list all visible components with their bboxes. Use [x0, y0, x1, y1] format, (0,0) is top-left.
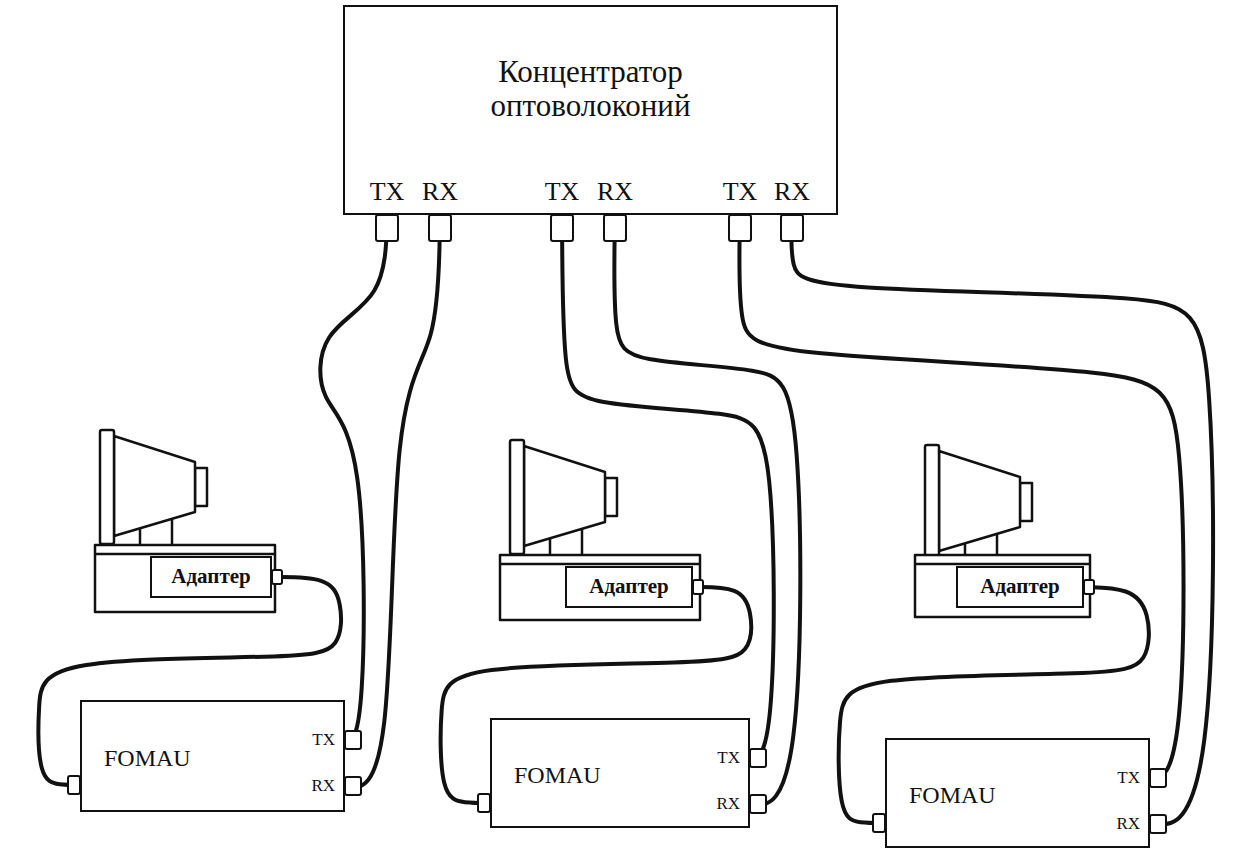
cable-connector [478, 794, 490, 812]
computer-illustration [915, 445, 1090, 617]
port-label: TX [717, 749, 740, 768]
computer-illustration [500, 440, 700, 620]
fiber-cable [614, 215, 800, 804]
cable-connector [750, 795, 766, 813]
cable-connector [429, 215, 451, 241]
cable-connector [345, 777, 361, 795]
device-name: FOMAU [514, 762, 601, 788]
port-label: TX [1117, 769, 1140, 788]
cable-connector [1150, 815, 1166, 833]
cable-connector [376, 215, 398, 241]
port-label: RX [597, 178, 633, 207]
cable-connector [68, 776, 80, 794]
fiber-cable [345, 215, 440, 787]
adapter-label: Адаптер [589, 575, 668, 598]
fiber-cable [320, 215, 387, 740]
fomau-box: FOMAU TX RX [80, 700, 345, 812]
port-label: RX [311, 777, 335, 796]
device-name: FOMAU [909, 782, 996, 808]
cable-connector [693, 580, 703, 594]
cable-connector [1084, 580, 1094, 594]
cable-connector [729, 215, 751, 241]
fomau-box: FOMAU TX RX [885, 738, 1150, 848]
adapter-label-box: Адаптер [565, 566, 693, 608]
port-label: RX [422, 178, 458, 207]
device-name: FOMAU [104, 745, 191, 771]
port-label: TX [312, 731, 335, 750]
computer-illustration [95, 430, 275, 612]
fomau-box: FOMAU TX RX [490, 718, 750, 828]
adapter-label: Адаптер [980, 575, 1059, 598]
port-label: RX [1116, 815, 1140, 834]
port-label: TX [723, 178, 758, 207]
fiber-hub-box: Концентратор оптоволоконийTX RX TX RX TX RX [343, 5, 838, 215]
cable-connector [750, 749, 766, 767]
cable-connector [345, 731, 361, 749]
port-label: TX [545, 178, 580, 207]
fiber-cable [791, 215, 1213, 824]
cable-connector [873, 814, 885, 832]
cable-connector [1150, 769, 1166, 787]
port-label: TX [370, 178, 405, 207]
cable-connector [604, 215, 626, 241]
adapter-label-box: Адаптер [956, 566, 1084, 608]
cable-connector [781, 215, 803, 241]
cable-connector [551, 215, 573, 241]
port-label: RX [716, 795, 740, 814]
cable-connector [272, 570, 282, 584]
adapter-label-box: Адаптер [150, 556, 272, 598]
port-label: RX [774, 178, 810, 207]
adapter-label: Адаптер [171, 565, 250, 588]
hub-title: Концентратор оптоволоконий [441, 55, 741, 123]
